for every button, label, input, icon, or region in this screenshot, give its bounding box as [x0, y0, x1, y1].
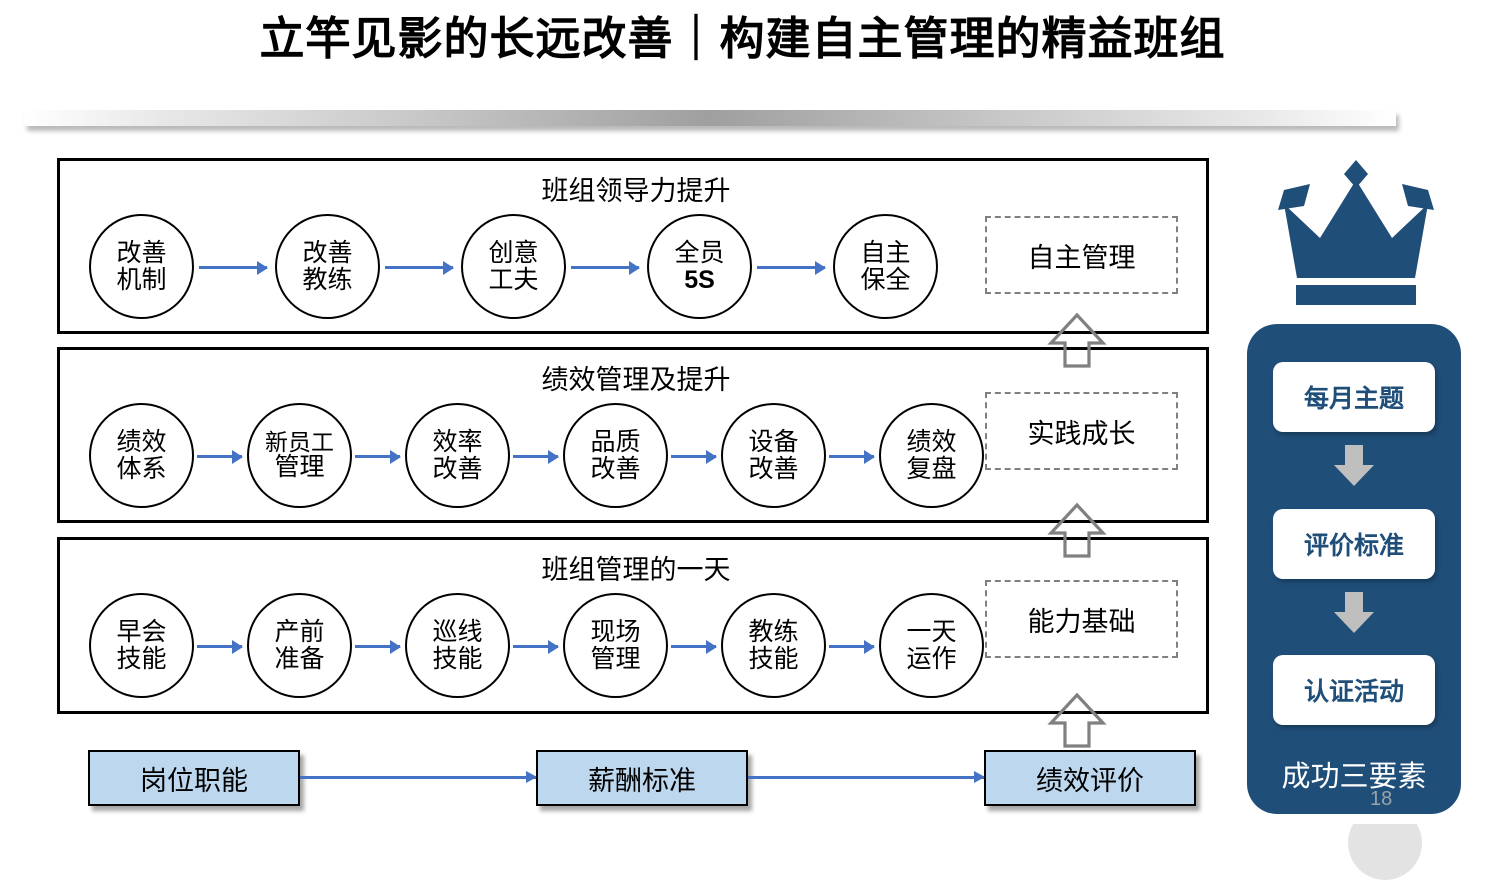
step-line-2: 教练 — [302, 265, 353, 294]
step-line-1: 改善 — [302, 238, 353, 267]
step-line-2: 机制 — [116, 265, 167, 294]
flow-arrow — [671, 449, 717, 464]
band-row-leadership: 班组领导力提升 改善 机制 改善 教练 创意 工夫 全员 5S 自主 保全 自主… — [57, 158, 1209, 334]
step-node[interactable]: 全员 5S — [647, 214, 752, 319]
step-line-2: 管理 — [274, 453, 325, 482]
step-node[interactable]: 产前 准备 — [247, 593, 352, 698]
step-line-2: 体系 — [116, 454, 167, 483]
step-node[interactable]: 一天 运作 — [879, 593, 984, 698]
step-line-2: 技能 — [432, 644, 483, 673]
step-node[interactable]: 巡线 技能 — [405, 593, 510, 698]
step-line-2: 5S — [684, 265, 715, 294]
step-line-2: 工夫 — [488, 265, 539, 294]
step-node[interactable]: 效率 改善 — [405, 403, 510, 508]
up-arrow-icon — [1046, 690, 1108, 752]
step-line-2: 准备 — [274, 644, 325, 673]
step-line-1: 创意 — [488, 238, 539, 267]
step-line-1: 设备 — [748, 427, 799, 456]
step-line-1: 一天 — [906, 617, 957, 646]
flow-arrow — [829, 449, 875, 464]
step-node[interactable]: 现场 管理 — [563, 593, 668, 698]
step-line-1: 改善 — [116, 238, 167, 267]
flow-arrow — [671, 639, 717, 654]
step-node[interactable]: 绩效 体系 — [89, 403, 194, 508]
step-line-2: 保全 — [860, 265, 911, 294]
step-node[interactable]: 新员工 管理 — [247, 403, 352, 508]
up-arrow-icon — [1046, 310, 1108, 372]
crown-icon — [1258, 152, 1454, 312]
step-line-2: 技能 — [748, 644, 799, 673]
band-title: 绩效管理及提升 — [541, 365, 731, 395]
up-arrow-icon — [1046, 500, 1108, 562]
step-line-1: 绩效 — [906, 427, 957, 456]
flow-arrow — [355, 639, 401, 654]
step-node[interactable]: 设备 改善 — [721, 403, 826, 508]
flow-arrow — [355, 449, 401, 464]
down-arrow-icon — [1330, 588, 1378, 636]
step-line-1: 全员 — [674, 238, 725, 267]
step-line-2: 技能 — [116, 644, 167, 673]
panel-footer-label: 成功三要素 — [1281, 761, 1427, 793]
flow-arrow — [571, 260, 640, 275]
down-arrow-icon — [1330, 441, 1378, 489]
title-divider-bar — [24, 110, 1396, 126]
step-line-2: 运作 — [906, 644, 957, 673]
step-line-1: 教练 — [748, 617, 799, 646]
flow-arrow — [829, 639, 875, 654]
flow-arrow — [199, 260, 268, 275]
step-node[interactable]: 绩效 复盘 — [879, 403, 984, 508]
band-row-performance: 绩效管理及提升 绩效 体系 新员工 管理 效率 改善 品质 改善 设备 改善 绩… — [57, 347, 1209, 523]
flow-arrow — [197, 639, 243, 654]
flow-arrow — [513, 639, 559, 654]
outcome-box: 能力基础 — [985, 580, 1178, 658]
step-node[interactable]: 改善 机制 — [89, 214, 194, 319]
outcome-box: 自主管理 — [985, 216, 1178, 294]
step-line-1: 效率 — [432, 427, 483, 456]
step-node[interactable]: 自主 保全 — [833, 214, 938, 319]
step-line-1: 现场 — [590, 617, 641, 646]
panel-card-evaluation-criteria[interactable]: 评价标准 — [1273, 509, 1435, 579]
outcome-box: 实践成长 — [985, 392, 1178, 470]
flow-arrow — [757, 260, 826, 275]
step-line-1: 产前 — [274, 617, 325, 646]
chain-arrow — [300, 771, 537, 782]
step-line-2: 管理 — [590, 644, 641, 673]
band-title: 班组领导力提升 — [541, 176, 731, 206]
page-title: 立竿见影的长远改善｜构建自主管理的精益班组 — [259, 13, 1226, 64]
step-line-1: 自主 — [860, 238, 911, 267]
band-title: 班组管理的一天 — [541, 555, 731, 585]
band-row-daily: 班组管理的一天 早会 技能 产前 准备 巡线 技能 现场 管理 教练 技能 一天… — [57, 537, 1209, 714]
panel-card-certification-activity[interactable]: 认证活动 — [1273, 655, 1435, 725]
flow-arrow — [513, 449, 559, 464]
step-line-1: 巡线 — [432, 617, 483, 646]
flow-arrow — [197, 449, 243, 464]
step-node[interactable]: 教练 技能 — [721, 593, 826, 698]
slide-number: 18 — [1370, 788, 1393, 810]
foundation-box-3[interactable]: 绩效评价 — [984, 750, 1196, 806]
step-line-1: 品质 — [590, 427, 641, 456]
chain-arrow — [748, 771, 985, 782]
step-line-1: 绩效 — [116, 427, 167, 456]
step-line-2: 改善 — [432, 454, 483, 483]
flow-arrow — [385, 260, 454, 275]
foundation-box-1[interactable]: 岗位职能 — [88, 750, 300, 806]
step-node[interactable]: 改善 教练 — [275, 214, 380, 319]
step-line-1: 早会 — [116, 617, 167, 646]
step-line-2: 改善 — [748, 454, 799, 483]
panel-card-monthly-theme[interactable]: 每月主题 — [1273, 362, 1435, 432]
step-line-1: 新员工 — [265, 428, 334, 455]
step-line-2: 复盘 — [906, 454, 957, 483]
foundation-box-2[interactable]: 薪酬标准 — [536, 750, 748, 806]
step-node[interactable]: 早会 技能 — [89, 593, 194, 698]
step-line-2: 改善 — [590, 454, 641, 483]
step-node[interactable]: 创意 工夫 — [461, 214, 566, 319]
corner-decoration-circle — [1348, 806, 1422, 880]
step-node[interactable]: 品质 改善 — [563, 403, 668, 508]
